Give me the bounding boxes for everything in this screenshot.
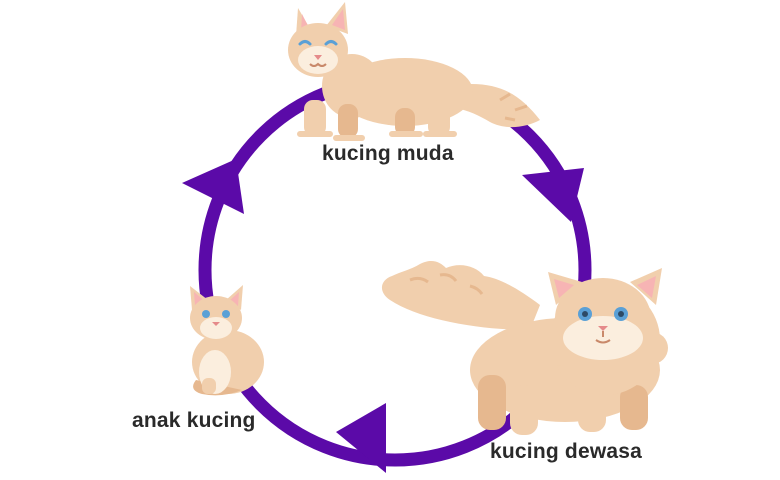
arrow-kitten-to-young (182, 159, 244, 214)
young-cat-icon (288, 2, 540, 141)
kitten-icon (190, 285, 264, 396)
label-adult-cat: kucing dewasa (490, 440, 642, 463)
arrow-adult-to-kitten (336, 403, 386, 473)
arrow-young-to-adult (522, 168, 584, 222)
label-kitten: anak kucing (132, 409, 256, 432)
adult-cat-icon (381, 261, 668, 435)
label-young-cat: kucing muda (322, 142, 454, 165)
